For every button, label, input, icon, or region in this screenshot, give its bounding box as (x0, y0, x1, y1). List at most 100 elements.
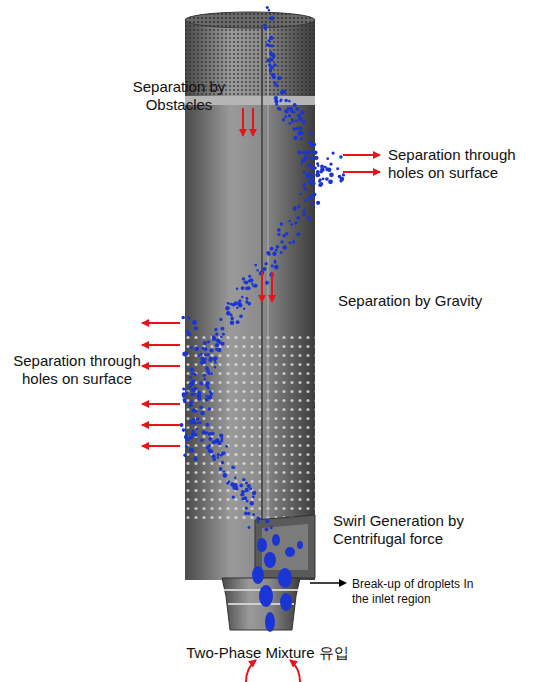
droplet (298, 131, 302, 135)
droplet (318, 183, 322, 187)
droplet (212, 335, 215, 338)
droplet (295, 107, 299, 111)
droplet (297, 150, 301, 154)
droplet (264, 27, 267, 30)
droplet (265, 519, 269, 523)
droplet (188, 436, 192, 440)
droplet (317, 165, 319, 167)
droplet (274, 96, 278, 100)
droplet (205, 395, 208, 398)
droplet (220, 336, 223, 339)
droplet (215, 348, 218, 351)
droplet (277, 228, 281, 232)
droplet (293, 111, 296, 114)
droplet (268, 9, 270, 11)
droplet (309, 176, 314, 181)
droplet (243, 308, 245, 310)
droplet (275, 84, 279, 88)
flow-arrows (142, 108, 380, 682)
droplet (293, 207, 296, 210)
droplet (299, 193, 302, 196)
droplet (196, 417, 200, 421)
droplet (302, 183, 306, 187)
droplet (206, 446, 210, 450)
droplet (236, 288, 238, 290)
droplet (296, 232, 300, 236)
droplet (340, 177, 345, 182)
droplet (319, 170, 323, 174)
droplet (209, 396, 212, 399)
droplet (293, 103, 297, 107)
droplet (239, 314, 243, 318)
droplet (192, 388, 196, 392)
droplet (230, 317, 234, 321)
droplet (194, 373, 197, 376)
droplet (277, 233, 280, 236)
droplet (189, 376, 192, 379)
droplet (266, 6, 269, 9)
droplet (308, 140, 312, 144)
droplet (246, 500, 249, 503)
droplet (214, 328, 217, 331)
droplet (293, 136, 297, 140)
annotation-label: Break-up of droplets In the inlet region (352, 577, 474, 606)
droplet (191, 432, 196, 437)
droplet (248, 279, 251, 282)
droplet (329, 162, 332, 165)
droplet (289, 220, 292, 223)
droplet (252, 496, 255, 499)
droplet (313, 143, 317, 147)
droplet (194, 326, 198, 330)
droplet (190, 346, 193, 349)
droplet (309, 156, 313, 160)
droplet (207, 340, 210, 343)
droplet (257, 521, 260, 524)
droplet (183, 454, 186, 457)
droplet (297, 205, 301, 209)
droplet (228, 480, 231, 483)
droplet (237, 302, 241, 306)
droplet (211, 432, 215, 436)
droplet (196, 428, 198, 430)
droplet (189, 382, 193, 386)
droplet (241, 492, 245, 496)
droplet (269, 51, 272, 54)
droplet (214, 366, 216, 368)
droplet (187, 332, 191, 336)
droplet (182, 395, 185, 398)
droplet (236, 320, 240, 324)
droplet (212, 440, 216, 444)
annotation-label: Separation through holes on surface (3, 352, 151, 389)
droplet (263, 23, 266, 26)
droplet (191, 393, 195, 397)
droplet (247, 286, 251, 290)
droplet (182, 428, 186, 432)
droplet (220, 327, 224, 331)
droplet (268, 44, 271, 47)
droplet (234, 301, 238, 305)
droplet (308, 171, 311, 174)
droplet (222, 333, 225, 336)
droplet (309, 131, 313, 135)
droplet (300, 137, 303, 140)
droplet (296, 216, 300, 220)
droplet (265, 528, 269, 532)
annotation-label: Two-Phase Mixture 유입 (150, 644, 385, 662)
droplet (287, 107, 290, 110)
droplet (241, 497, 244, 500)
droplet (227, 302, 230, 305)
droplet (201, 430, 205, 434)
droplet (221, 461, 224, 464)
droplet (288, 100, 291, 103)
droplet (223, 473, 228, 478)
droplet (215, 333, 218, 336)
droplet (247, 512, 251, 516)
droplet (303, 150, 307, 154)
droplet (190, 436, 193, 439)
droplet (185, 352, 188, 355)
droplet (190, 448, 194, 452)
droplet (265, 281, 269, 285)
droplet (336, 167, 339, 170)
droplet (205, 423, 209, 427)
